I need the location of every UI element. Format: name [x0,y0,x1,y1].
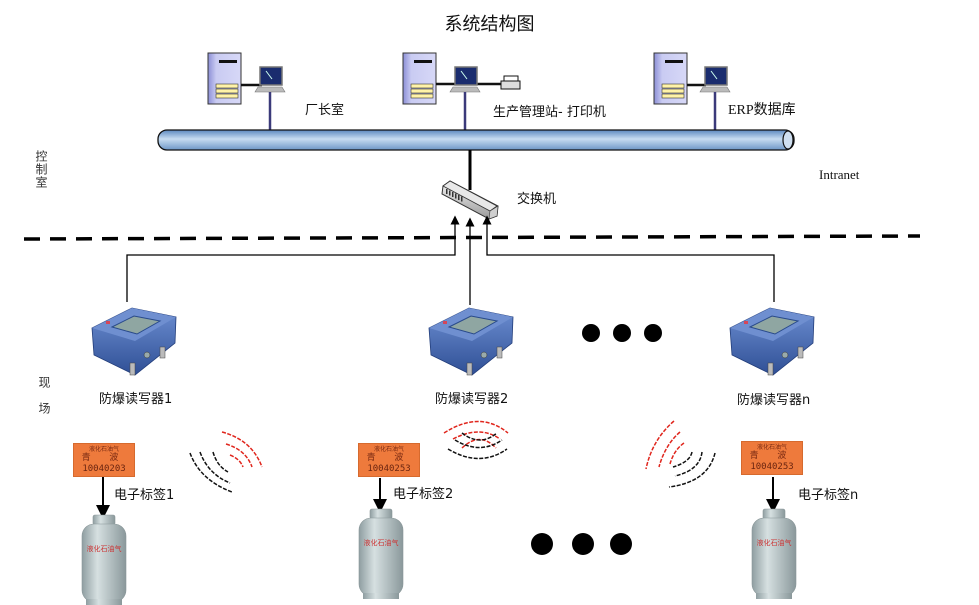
rfid-tag-2: 液化石油气 青 波 10040253 [358,443,420,477]
computer-icon [254,66,286,93]
tag-code: 10040203 [82,464,126,474]
zone-divider [23,234,921,241]
readern-link [482,215,775,302]
intranet-backbone [157,129,795,151]
more-readers-ellipsis [582,324,662,342]
computer-icon [449,66,481,93]
wireless-signal-icon [189,431,263,493]
station-label-production: 生产管理站- 打印机 [493,105,606,120]
tag-label-1: 电子标签1 [114,488,175,503]
diagram-title: 系统结构图 [444,14,535,35]
switch-label: 交换机 [517,192,557,207]
wireless-signal-icon [645,420,716,488]
rfid-tag-n: 液化石油气 青 波 10040253 [741,441,803,475]
reader-label-2: 防爆读写器2 [435,392,509,407]
reader1-link [126,215,460,302]
zone-label-control-room: 控制室 [34,150,48,189]
reader-device-2 [428,307,514,376]
server-icon [653,52,688,105]
station-production-management [402,52,521,130]
reader-label-n: 防爆读写器n [737,393,811,408]
station-factory-director [207,52,286,130]
printer-icon [500,75,521,90]
gas-cylinder-n: 液化石油气 [751,508,797,599]
reader-device-1 [91,307,177,376]
cylinder-label: 液化石油气 [364,538,399,547]
station-label-erp: ERP数据库 [728,103,796,118]
tag-company: 液化石油气 [88,446,119,453]
tag-name: 青 波 [81,453,127,463]
tag-code: 10040253 [367,464,411,474]
reader-device-n [729,307,815,376]
station-label-director: 厂长室 [305,103,345,118]
tag-label-2: 电子标签2 [393,487,454,502]
tag-company: 液化石油气 [756,444,787,451]
tag-company: 液化石油气 [373,446,404,453]
rfid-tag-1: 液化石油气 青 波 10040203 [73,443,135,477]
tag-label-n: 电子标签n [798,488,859,503]
station-erp-database [653,52,731,130]
reader-label-1: 防爆读写器1 [99,392,173,407]
gas-cylinder-2: 液化石油气 [358,508,404,599]
cylinder-label: 液化石油气 [87,544,122,553]
zone-label-field: 现场 [37,376,51,428]
intranet-label: Intranet [819,167,860,182]
wireless-signal-icon [443,420,509,460]
tag-code: 10040253 [750,462,794,472]
computer-icon [699,66,731,93]
server-icon [402,52,437,105]
more-tags-ellipsis [531,533,632,555]
cylinder-label: 液化石油气 [757,538,792,547]
gas-cylinder-1: 液化石油气 [81,514,127,605]
tag-name: 青 波 [749,451,795,461]
tag-name: 青 波 [366,453,412,463]
server-icon [207,52,242,105]
network-switch-icon [441,180,499,220]
